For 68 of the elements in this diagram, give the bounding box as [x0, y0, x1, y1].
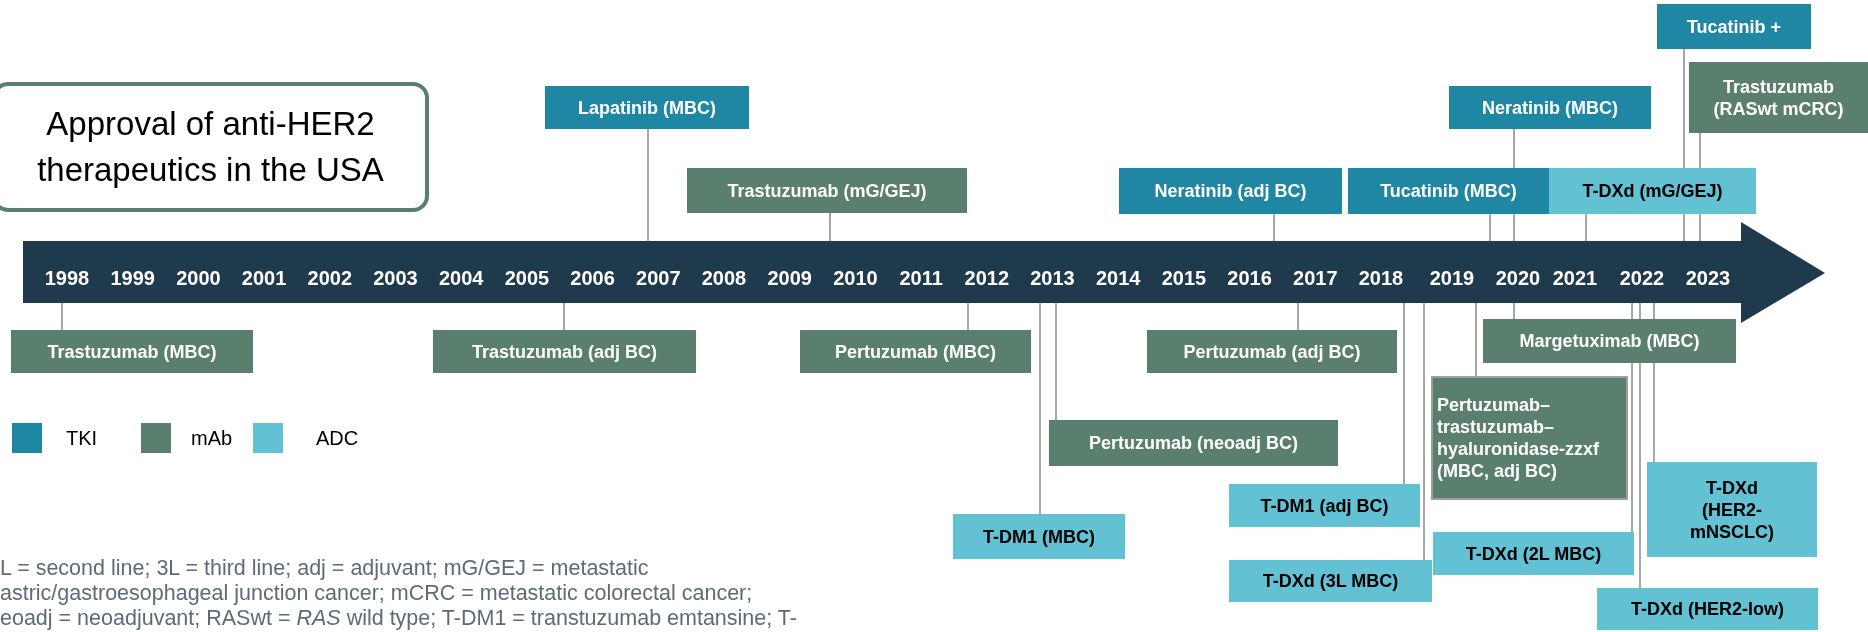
- year-label: 2011: [899, 268, 943, 288]
- leader-line: [1403, 302, 1405, 485]
- approval-box: T-DXd (mG/GEJ): [1549, 168, 1756, 214]
- approval-box: Neratinib (adj BC): [1119, 168, 1342, 214]
- leader-line: [647, 128, 649, 242]
- approval-box: T-DXd (HER2-mNSCLC): [1647, 462, 1817, 557]
- leader-line: [1585, 213, 1587, 242]
- timeline-arrow: [23, 222, 1825, 323]
- leader-line: [1055, 302, 1057, 421]
- leader-line: [1039, 302, 1041, 515]
- year-label: 2002: [307, 268, 353, 288]
- footnote: L = second line; 3L = third line; adj = adjuvant; mG/GEJ = metastatic astric/gastroesophageal junction cancer; mCRC = metastatic colorectal cancer; eoadj = neoadjuvant; RASwt = RAS wild type; T-DM1 = transtuzumab emtansine; T-: [0, 556, 798, 631]
- year-label: 2010: [833, 268, 878, 288]
- year-label: 2007: [636, 268, 681, 288]
- approval-box: Tucatinib +: [1657, 4, 1811, 49]
- year-label: 2009: [767, 268, 812, 288]
- approval-box: Pertuzumab (adj BC): [1147, 330, 1397, 373]
- leader-line: [1273, 213, 1275, 242]
- year-label: 2001: [241, 268, 287, 288]
- approval-box: Pertuzumab (neoadj BC): [1049, 420, 1338, 466]
- year-label: 2006: [570, 268, 615, 288]
- year-label: 2000: [176, 268, 221, 288]
- year-label: 2016: [1227, 268, 1272, 288]
- leader-line: [563, 302, 565, 331]
- year-label: 2022: [1619, 268, 1665, 288]
- approval-box: T-DXd (HER2-low): [1597, 588, 1818, 630]
- approval-box: Trastuzumab (RASwt mCRC): [1689, 62, 1868, 133]
- approval-box: T-DXd (3L MBC): [1229, 560, 1432, 602]
- approval-box: Trastuzumab (adj BC): [433, 330, 696, 373]
- approval-box: T-DM1 (adj BC): [1229, 484, 1420, 527]
- approval-box: Pertuzumab (MBC): [800, 330, 1031, 373]
- leader-line: [1475, 302, 1477, 377]
- legend-label: mAb: [191, 426, 233, 450]
- approval-box: Neratinib (MBC): [1449, 86, 1651, 129]
- approval-box: T-DXd (2L MBC): [1433, 532, 1634, 575]
- year-label: 2014: [1095, 268, 1141, 288]
- year-label: 2003: [373, 268, 418, 288]
- leader-line: [1297, 302, 1299, 331]
- approval-box: Lapatinib (MBC): [545, 86, 749, 129]
- approval-box: Tucatinib (MBC): [1348, 168, 1549, 214]
- title-box: Approval of anti-HER2 therapeutics in the USA: [0, 82, 429, 212]
- year-label: 1998: [44, 268, 90, 288]
- approval-box: Margetuximab (MBC): [1483, 319, 1736, 363]
- leader-line: [1489, 213, 1491, 242]
- year-label: 1999: [110, 268, 155, 288]
- leader-line: [1513, 302, 1515, 320]
- year-label: 2018: [1358, 268, 1404, 288]
- leader-line: [61, 302, 63, 331]
- year-label: 2008: [701, 268, 747, 288]
- year-label: 2019: [1429, 268, 1475, 288]
- legend-label: TKI: [66, 426, 98, 450]
- year-label: 2017: [1293, 268, 1338, 288]
- year-label: 2021: [1552, 268, 1598, 288]
- year-label: 2023: [1685, 268, 1731, 288]
- leader-line: [967, 302, 969, 331]
- year-label: 2004: [438, 268, 484, 288]
- legend-label: ADC: [316, 426, 359, 450]
- year-label: 2015: [1161, 268, 1207, 288]
- approval-box: T-DM1 (MBC): [953, 514, 1125, 559]
- approval-box: Trastuzumab (MBC): [11, 330, 253, 373]
- year-label: 2013: [1030, 268, 1075, 288]
- leader-line: [829, 212, 831, 242]
- year-label: 2005: [504, 268, 550, 288]
- year-label: 2012: [964, 268, 1010, 288]
- approval-box: Pertuzumab–trastuzumab–hyaluronidase-zzxf (MBC, adj BC): [1431, 376, 1628, 500]
- leader-line: [1423, 302, 1425, 561]
- approval-box: Trastuzumab (mG/GEJ): [687, 168, 967, 213]
- year-label: 2020: [1495, 268, 1541, 288]
